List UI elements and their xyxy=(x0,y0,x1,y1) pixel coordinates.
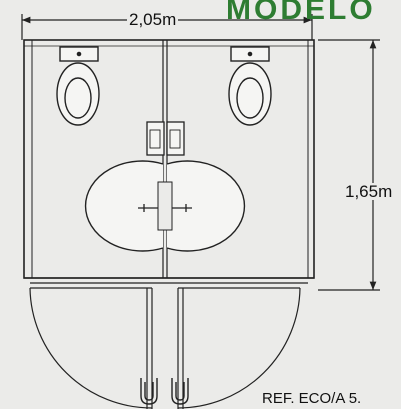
title-fragment: MODELO xyxy=(226,0,376,26)
width-dimension-label: 2,05m xyxy=(127,10,179,29)
stall-walls xyxy=(23,39,315,284)
door-leaves xyxy=(146,288,184,409)
depth-dimension-label: 1,65m xyxy=(344,182,394,201)
center-partition xyxy=(162,40,168,278)
toilet-icon-right xyxy=(228,46,272,126)
toilet-icon-left xyxy=(56,46,100,126)
depth-dimension-line xyxy=(318,39,380,291)
door-swing-icon xyxy=(29,287,301,409)
door-handle-icon xyxy=(140,378,189,405)
faucet-icon xyxy=(138,204,192,212)
dispenser-icon xyxy=(146,121,185,156)
wash-basin-icon xyxy=(84,160,246,252)
reference-label: REF. ECO/A 5. xyxy=(262,390,362,407)
